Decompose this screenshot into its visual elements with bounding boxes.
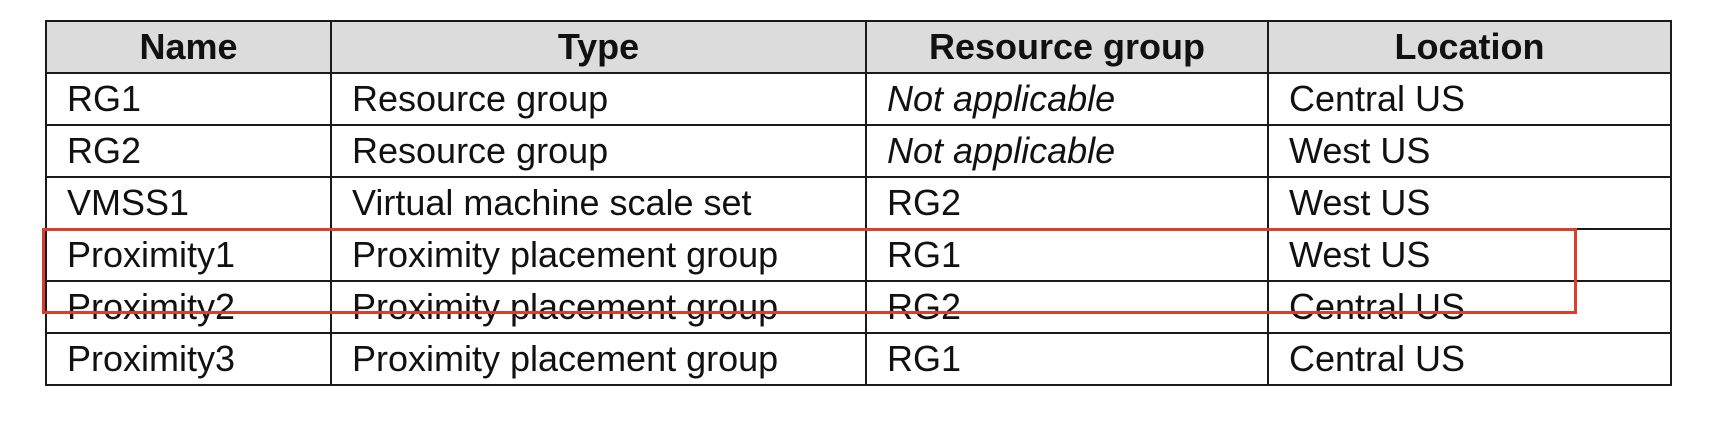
- cell-location: Central US: [1267, 280, 1672, 334]
- table-row: VMSS1 Virtual machine scale set RG2 West…: [45, 176, 1672, 230]
- column-header-location: Location: [1267, 20, 1672, 74]
- cell-name: RG1: [45, 72, 332, 126]
- cell-resource-group: Not applicable: [865, 72, 1269, 126]
- resources-table: Name Type Resource group Location RG1 Re…: [45, 20, 1672, 386]
- cell-name: Proximity1: [45, 228, 332, 282]
- table-row-highlighted: Proximity1 Proximity placement group RG1…: [45, 228, 1672, 282]
- cell-name: Proximity3: [45, 332, 332, 386]
- cell-type: Resource group: [330, 124, 867, 178]
- column-header-name: Name: [45, 20, 332, 74]
- cell-location: Central US: [1267, 72, 1672, 126]
- cell-name: Proximity2: [45, 280, 332, 334]
- cell-resource-group: Not applicable: [865, 124, 1269, 178]
- table-row: Proximity2 Proximity placement group RG2…: [45, 280, 1672, 334]
- table-row: Proximity3 Proximity placement group RG1…: [45, 332, 1672, 386]
- table-header-row: Name Type Resource group Location: [45, 20, 1672, 74]
- cell-resource-group: RG2: [865, 280, 1269, 334]
- column-header-resource-group: Resource group: [865, 20, 1269, 74]
- table-row: RG2 Resource group Not applicable West U…: [45, 124, 1672, 178]
- cell-location: West US: [1267, 228, 1672, 282]
- cell-type: Resource group: [330, 72, 867, 126]
- cell-name: RG2: [45, 124, 332, 178]
- cell-type: Proximity placement group: [330, 332, 867, 386]
- column-header-type: Type: [330, 20, 867, 74]
- cell-type: Virtual machine scale set: [330, 176, 867, 230]
- cell-resource-group: RG2: [865, 176, 1269, 230]
- cell-location: West US: [1267, 176, 1672, 230]
- cell-resource-group: RG1: [865, 228, 1269, 282]
- cell-location: West US: [1267, 124, 1672, 178]
- cell-type: Proximity placement group: [330, 228, 867, 282]
- cell-type: Proximity placement group: [330, 280, 867, 334]
- cell-resource-group: RG1: [865, 332, 1269, 386]
- cell-location: Central US: [1267, 332, 1672, 386]
- table-row: RG1 Resource group Not applicable Centra…: [45, 72, 1672, 126]
- cell-name: VMSS1: [45, 176, 332, 230]
